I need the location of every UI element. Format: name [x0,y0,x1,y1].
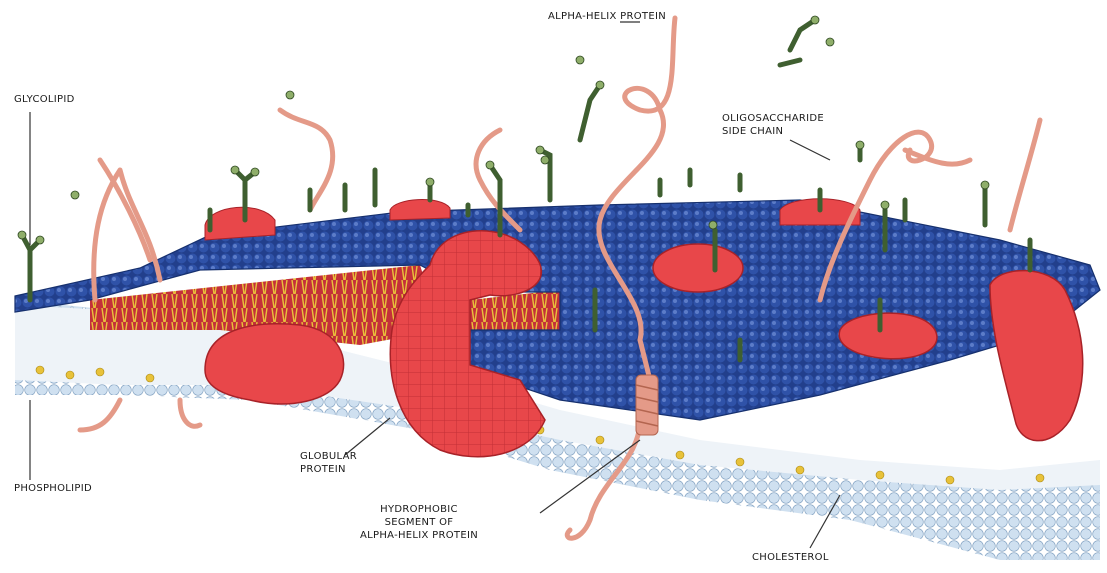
oligosaccharide-label-line1: OLIGOSACCHARIDE [722,112,824,125]
alpha-helix-transmembrane-segment [636,375,658,435]
oligosaccharide-label: OLIGOSACCHARIDE SIDE CHAIN [722,112,824,138]
surface-protein-top-left [205,207,275,240]
hydrophobic-label-line1: HYDROPHOBIC [360,503,478,516]
oligosaccharide-label-line2: SIDE CHAIN [722,125,824,138]
surface-protein-top-mid [390,200,450,220]
hydrophobic-label-line2: SEGMENT OF [360,516,478,529]
alpha-helix-protein-label: ALPHA-HELIX PROTEIN [548,10,666,23]
globular-label-line1: GLOBULAR [300,450,357,463]
embedded-protein-center [653,244,743,292]
globular-protein-label: GLOBULAR PROTEIN [300,450,357,476]
globular-label-line2: PROTEIN [300,463,357,476]
glycolipid-label: GLYCOLIPID [14,93,75,106]
globular-protein-left [205,324,344,404]
hydrophobic-label-line3: ALPHA-HELIX PROTEIN [360,529,478,542]
cholesterol-label: CHOLESTEROL [752,551,829,564]
phospholipid-label: PHOSPHOLIPID [14,482,92,495]
hydrophobic-segment-label: HYDROPHOBIC SEGMENT OF ALPHA-HELIX PROTE… [360,503,478,542]
embedded-protein-right [839,313,937,359]
